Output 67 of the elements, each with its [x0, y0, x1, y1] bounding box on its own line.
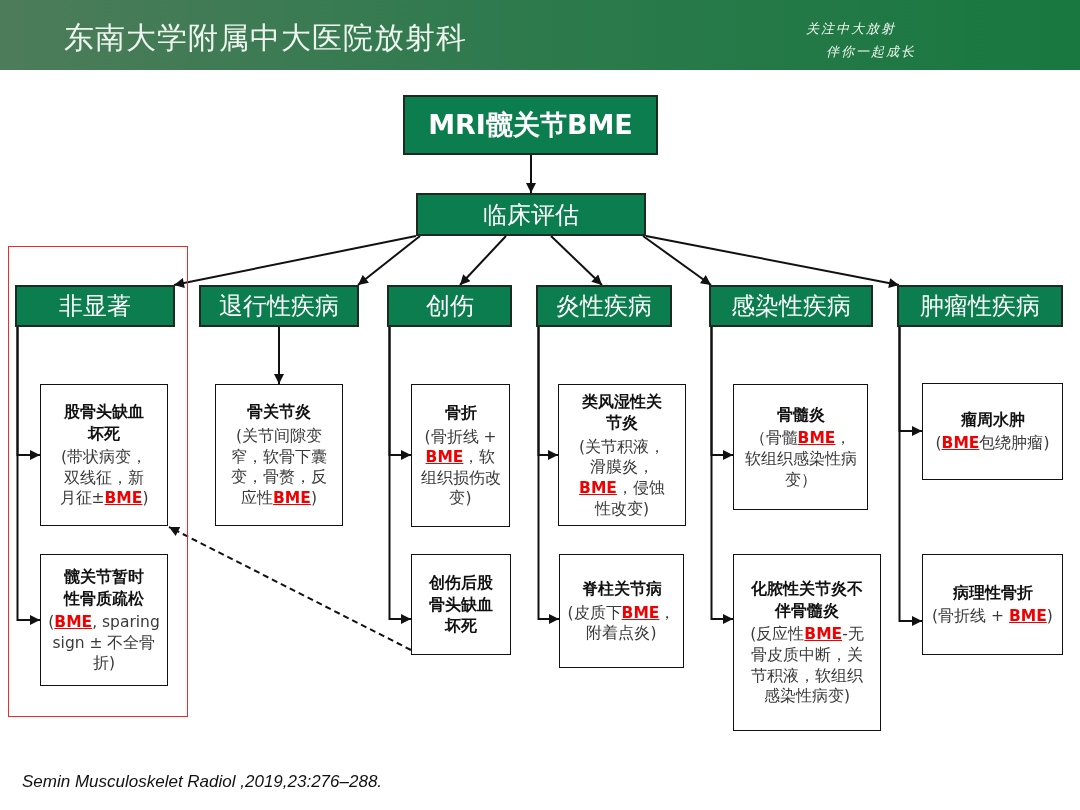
- arrow: [550, 235, 603, 286]
- arrow: [645, 235, 900, 288]
- arrow: [537, 326, 560, 624]
- diagnosis-box: [922, 383, 1063, 480]
- diagnosis-box: [411, 384, 510, 527]
- diagnosis-description: (反应性BME-无骨皮质中断，关节积液，软组织感染性病变): [750, 624, 864, 707]
- diagnosis-box: [215, 384, 343, 526]
- category-box: [199, 285, 359, 327]
- diagnosis-title: 化脓性关节炎不伴骨髓炎: [750, 578, 864, 622]
- diagnosis-description: (皮质下BME，附着点炎): [566, 602, 677, 644]
- category-box: [15, 285, 175, 327]
- diagnosis-box: [559, 554, 684, 668]
- process-box: [416, 193, 646, 236]
- diagnosis-title: 骨关节炎: [247, 401, 311, 424]
- diagnosis-title: 病理性骨折: [952, 581, 1033, 604]
- arrow: [526, 154, 536, 194]
- category-box: [709, 285, 873, 327]
- highlight-frame: [8, 246, 188, 717]
- diagnosis-description: (带状病变，双线征，新月征±BME): [58, 447, 150, 509]
- process-box: [403, 95, 658, 155]
- diagnosis-description: (关节积液，滑膜炎，BME，侵蚀性改变): [577, 436, 667, 520]
- diagnosis-title: 类风湿性关节炎: [581, 390, 663, 434]
- category-box: [387, 285, 512, 327]
- diagnosis-title: 骨折: [444, 402, 477, 424]
- box-label: 非显著: [59, 291, 131, 322]
- box-label: 感染性疾病: [731, 291, 851, 322]
- diagnosis-title: 股骨头缺血坏死: [63, 401, 145, 445]
- arrow: [898, 326, 923, 626]
- arrow: [642, 235, 712, 286]
- diagnosis-title: 瘤周水肿: [960, 408, 1025, 431]
- box-label: MRI髋关节BME: [428, 108, 633, 142]
- box-label: 退行性疾病: [219, 291, 339, 322]
- diagnosis-title: 创伤后股骨头缺血坏死: [428, 572, 494, 637]
- diagnosis-description: (BME, sparing sign ± 不全骨折): [48, 612, 160, 674]
- diagnosis-title: 骨髓炎: [776, 403, 825, 426]
- header-title: 东南大学附属中大医院放射科: [64, 19, 467, 57]
- diagnosis-description: (BME包绕肿瘤): [935, 433, 1050, 455]
- diagnosis-title: 髋关节暂时性骨质疏松: [62, 566, 145, 610]
- slogan-text: 伴你一起成长: [826, 43, 916, 61]
- slogan-text: 关注中大放射: [806, 20, 896, 38]
- arrow: [274, 326, 284, 385]
- diagnosis-description: (关节间隙变窄，软骨下囊变，骨赘，反应性BME): [230, 426, 328, 509]
- diagnosis-box: [558, 384, 686, 526]
- arrow: [388, 326, 412, 624]
- diagnosis-box: [40, 554, 168, 686]
- citation: Semin Musculoskelet Radiol ,2019,23:276–288.: [22, 772, 383, 792]
- arrow: [16, 326, 41, 625]
- box-label: 炎性疾病: [556, 291, 652, 322]
- category-box: [536, 285, 672, 327]
- diagnosis-box: [40, 384, 168, 526]
- box-label: 临床评估: [483, 199, 579, 231]
- diagnosis-description: （骨髓BME，软组织感染性病变）: [744, 428, 857, 491]
- diagnosis-description: (骨折线 + BME): [932, 606, 1053, 628]
- diagnosis-box: [411, 554, 511, 655]
- arrow: [459, 235, 507, 286]
- diagnosis-box: [922, 554, 1063, 655]
- category-box: [897, 285, 1063, 327]
- diagnosis-description: (骨折线 + BME，软组织损伤改变): [420, 426, 501, 509]
- arrow: [173, 235, 417, 288]
- box-label: 肿瘤性疾病: [920, 291, 1040, 322]
- diagnosis-box: [733, 554, 881, 731]
- arrow: [357, 235, 421, 286]
- dashed-arrow: [168, 526, 412, 651]
- diagnosis-box: [733, 384, 868, 510]
- box-label: 创伤: [425, 291, 474, 322]
- arrow: [710, 326, 734, 624]
- diagnosis-title: 脊柱关节病: [581, 578, 662, 600]
